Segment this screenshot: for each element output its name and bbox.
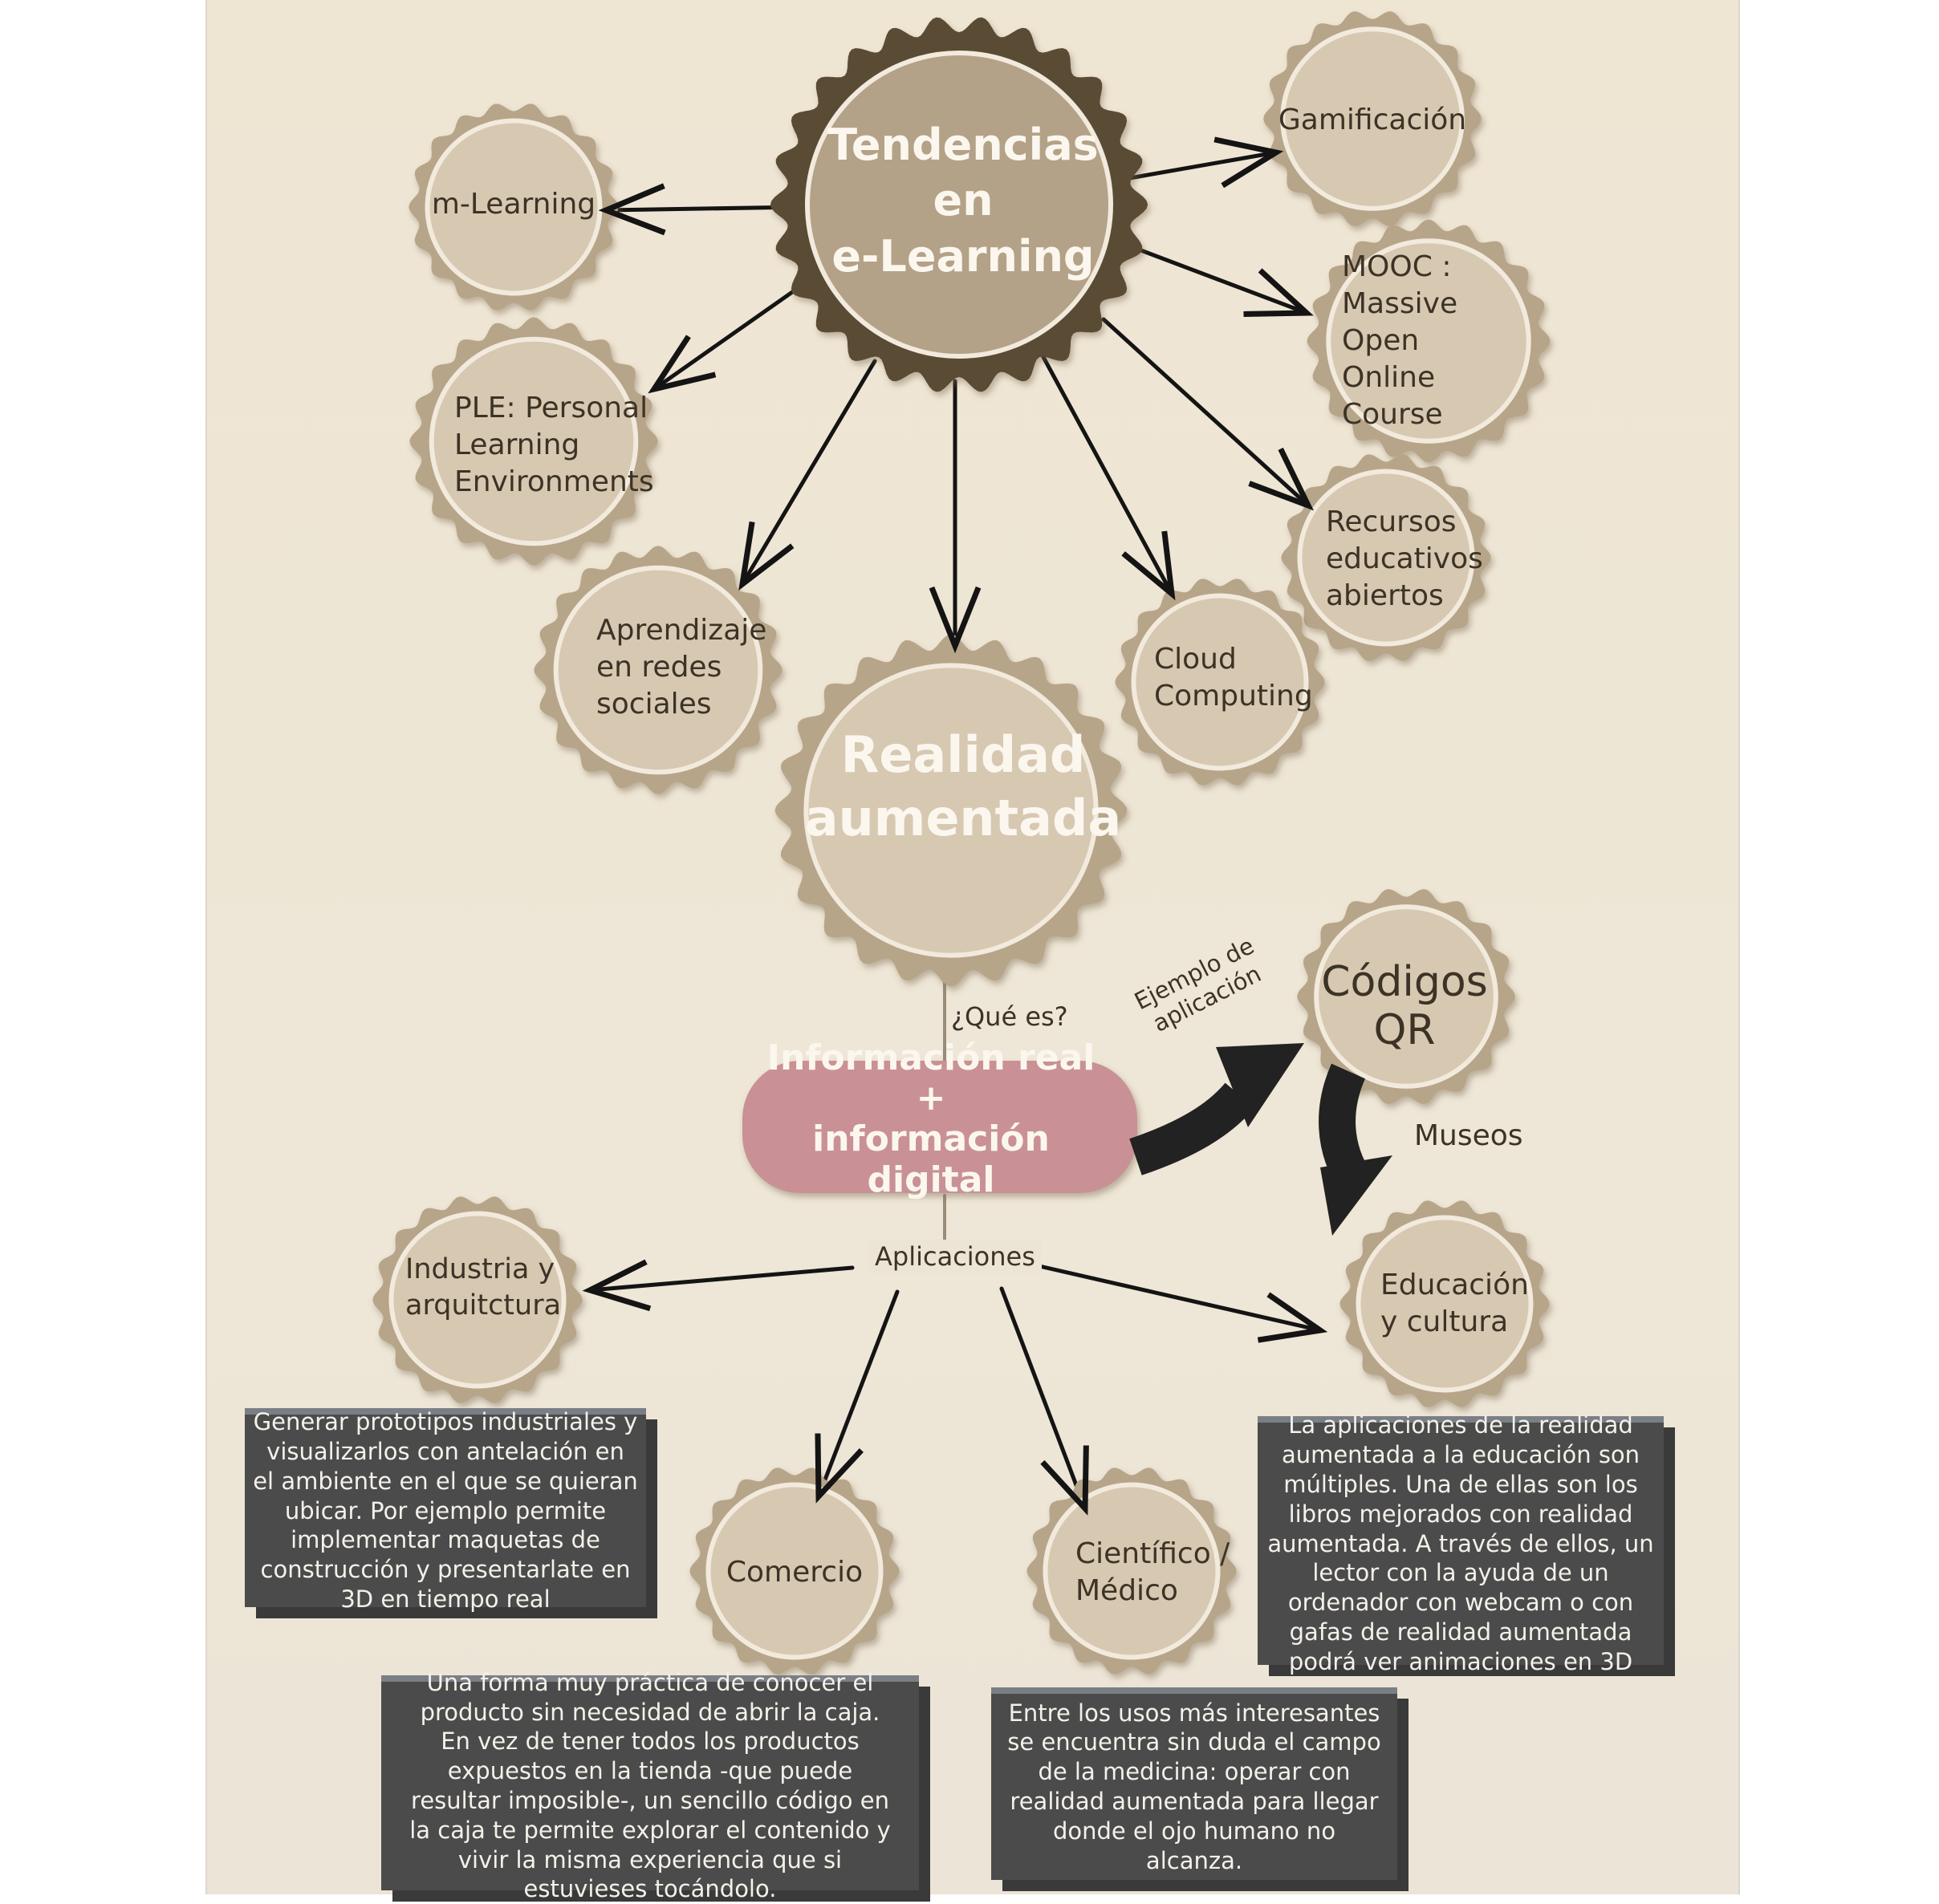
node-educacion-label: Educación y cultura bbox=[1380, 1268, 1529, 1338]
thick-arrow-museos-head bbox=[1320, 1155, 1392, 1236]
info-pill-label: Información real + información digital bbox=[767, 1037, 1096, 1200]
badge-aprendizaje bbox=[534, 546, 783, 794]
arrow-to-cientifico-head bbox=[1040, 1445, 1089, 1516]
arrow-to-realidad-head bbox=[929, 586, 982, 654]
edge-label-aplicaciones: Aplicaciones bbox=[868, 1240, 1042, 1273]
node-realidad-aumentada-label: Realidad aumentada bbox=[804, 725, 1122, 847]
arrow-to-recursos-line bbox=[1101, 317, 1311, 508]
node-mooc-label: MOOC : Massive Open Online Course bbox=[1342, 250, 1458, 431]
badge-codigos-qr bbox=[1297, 889, 1515, 1104]
badge-cientifico bbox=[1026, 1468, 1237, 1675]
arrow-to-educacion-head bbox=[1257, 1292, 1328, 1343]
arrow-to-recursos-head bbox=[1248, 447, 1314, 511]
badge-root bbox=[770, 17, 1148, 392]
arrow-to-aprendizaje-head bbox=[738, 521, 795, 591]
node-codigos-qr-label: Códigos QR bbox=[1321, 958, 1488, 1054]
node-comercio-label: Comercio bbox=[726, 1555, 864, 1589]
node-cloud-label: Cloud Computing bbox=[1154, 642, 1313, 712]
node-gamificacion-label: Gamificación bbox=[1278, 103, 1467, 136]
node-cientifico-label: Científico / Médico bbox=[1075, 1537, 1230, 1607]
badge-industria bbox=[372, 1196, 583, 1403]
arrow-to-mooc-line bbox=[1113, 238, 1309, 315]
thick-arrow-ejemplo-body bbox=[1129, 1082, 1255, 1175]
info-pill bbox=[742, 1061, 1137, 1193]
desc-box-educacion: La aplicaciones de la realidad aumentada… bbox=[1258, 1411, 1664, 1675]
arrow-to-aprendizaje-line bbox=[740, 359, 877, 587]
arrow-to-ple-head bbox=[648, 335, 717, 394]
badge-educacion bbox=[1339, 1200, 1550, 1407]
node-industria-label: Industria y arquitctura bbox=[405, 1253, 562, 1321]
badges-layer bbox=[372, 11, 1551, 1675]
edge-label-museos: Museos bbox=[1414, 1119, 1523, 1152]
arrow-to-mooc-head bbox=[1243, 268, 1314, 317]
arrow-to-comercio-head bbox=[815, 1433, 864, 1504]
arrow-to-gamificacion-head bbox=[1213, 136, 1284, 189]
node-ple-label: PLE: Personal Learning Environments bbox=[454, 391, 654, 499]
arrow-to-cloud-head bbox=[1121, 530, 1176, 601]
badge-comercio bbox=[689, 1468, 900, 1675]
badge-ple bbox=[409, 317, 658, 566]
root-node-label: Tendencias en e-Learning bbox=[827, 120, 1099, 281]
badge-recursos bbox=[1281, 454, 1491, 661]
badge-gamificacion bbox=[1263, 11, 1482, 226]
arrow-to-mlearning-head bbox=[598, 183, 666, 236]
arrow-to-cientifico-line bbox=[999, 1286, 1087, 1511]
arrowheads-layer bbox=[582, 136, 1392, 1516]
arrow-to-comercio-line bbox=[816, 1289, 900, 1499]
arrow-to-cloud-line bbox=[1041, 355, 1174, 596]
thick-arrow-ejemplo-head bbox=[1216, 1043, 1304, 1127]
thick-arrows bbox=[1129, 1043, 1392, 1236]
edge-label-que-es: ¿Qué es? bbox=[951, 1001, 1068, 1032]
arrow-to-educacion-line bbox=[1026, 1261, 1323, 1333]
arrow-to-mlearning-line bbox=[604, 205, 805, 213]
desc-box-industria: Generar prototipos industriales y visual… bbox=[245, 1408, 646, 1613]
node-m-learning-label: m-Learning bbox=[431, 187, 596, 221]
arrow-to-industria-head bbox=[582, 1259, 652, 1312]
arrow-to-ple-line bbox=[652, 282, 805, 392]
arrow-to-industria-line bbox=[587, 1265, 855, 1293]
node-recursos-label: Recursos educativos abiertos bbox=[1326, 505, 1483, 613]
badge-cloud bbox=[1115, 579, 1325, 786]
badge-m-learning bbox=[409, 104, 619, 311]
badge-mooc bbox=[1307, 219, 1551, 463]
badge-realidad-aumentada bbox=[774, 634, 1128, 987]
desc-box-comercio: Una forma muy práctica de conocer el pro… bbox=[381, 1669, 919, 1902]
connector-lines bbox=[587, 150, 1323, 1511]
desc-box-medicina: Entre los usos más interesantes se encue… bbox=[991, 1687, 1397, 1880]
node-aprendizaje-label: Aprendizaje en redes sociales bbox=[596, 613, 767, 721]
arrow-to-gamificacion-line bbox=[1113, 150, 1278, 183]
